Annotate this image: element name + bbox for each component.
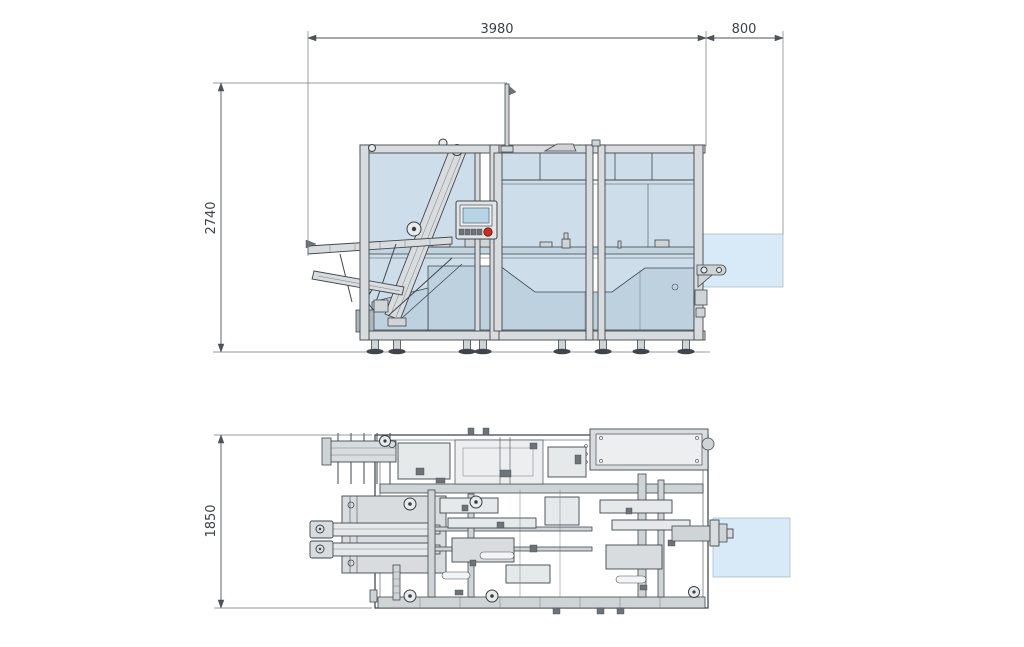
dimension-length: 3980: [307, 22, 707, 42]
upper-guide-rods: [500, 153, 694, 248]
plan-view: [309, 427, 791, 615]
drive-shaft: [671, 519, 734, 547]
signal-pole: [500, 83, 517, 153]
top-machinery-cluster: [379, 427, 704, 494]
right-machinery-cluster: [599, 473, 734, 598]
outfeed-bracket: [694, 264, 727, 318]
hmi-panel: [455, 152, 503, 332]
bottle-on-table: [561, 232, 571, 249]
central-machinery-cluster: [392, 489, 580, 601]
grip-arm: [309, 520, 441, 539]
electrical-cabinet: [584, 428, 715, 471]
dimension-label-depth: 1850: [204, 504, 219, 537]
dimension-height: 2740: [204, 82, 225, 353]
outfeed-highlight-zone: [702, 233, 784, 288]
tray-end-stop: [305, 239, 317, 249]
dimension-outfeed: 800: [705, 22, 784, 42]
lower-tray: [311, 270, 405, 296]
side-elevation-view: [213, 83, 784, 355]
bottom-rail: [359, 330, 706, 341]
dimension-label-outfeed: 800: [732, 22, 757, 37]
emergency-stop-button: [483, 227, 493, 237]
plan-feet-stubs: [552, 607, 625, 615]
dimension-depth: 1850: [204, 434, 225, 609]
hmi-screen: [462, 207, 490, 224]
dimension-label-length: 3980: [480, 22, 513, 37]
carton-hopper: [321, 433, 397, 484]
machine-feet: [366, 339, 695, 355]
cabinet-motor-bump: [701, 437, 715, 451]
grip-arm: [309, 540, 441, 559]
top-rail: [359, 144, 706, 154]
dimension-label-height: 2740: [204, 201, 219, 234]
carton-magazine-incline: [384, 138, 467, 327]
dimensions: 3980 800 2740 1850: [204, 22, 784, 609]
pole-flag: [508, 85, 517, 96]
bearing-circles: [379, 435, 700, 603]
hmi-buttons: [458, 228, 483, 236]
hmi-post: [493, 152, 503, 332]
